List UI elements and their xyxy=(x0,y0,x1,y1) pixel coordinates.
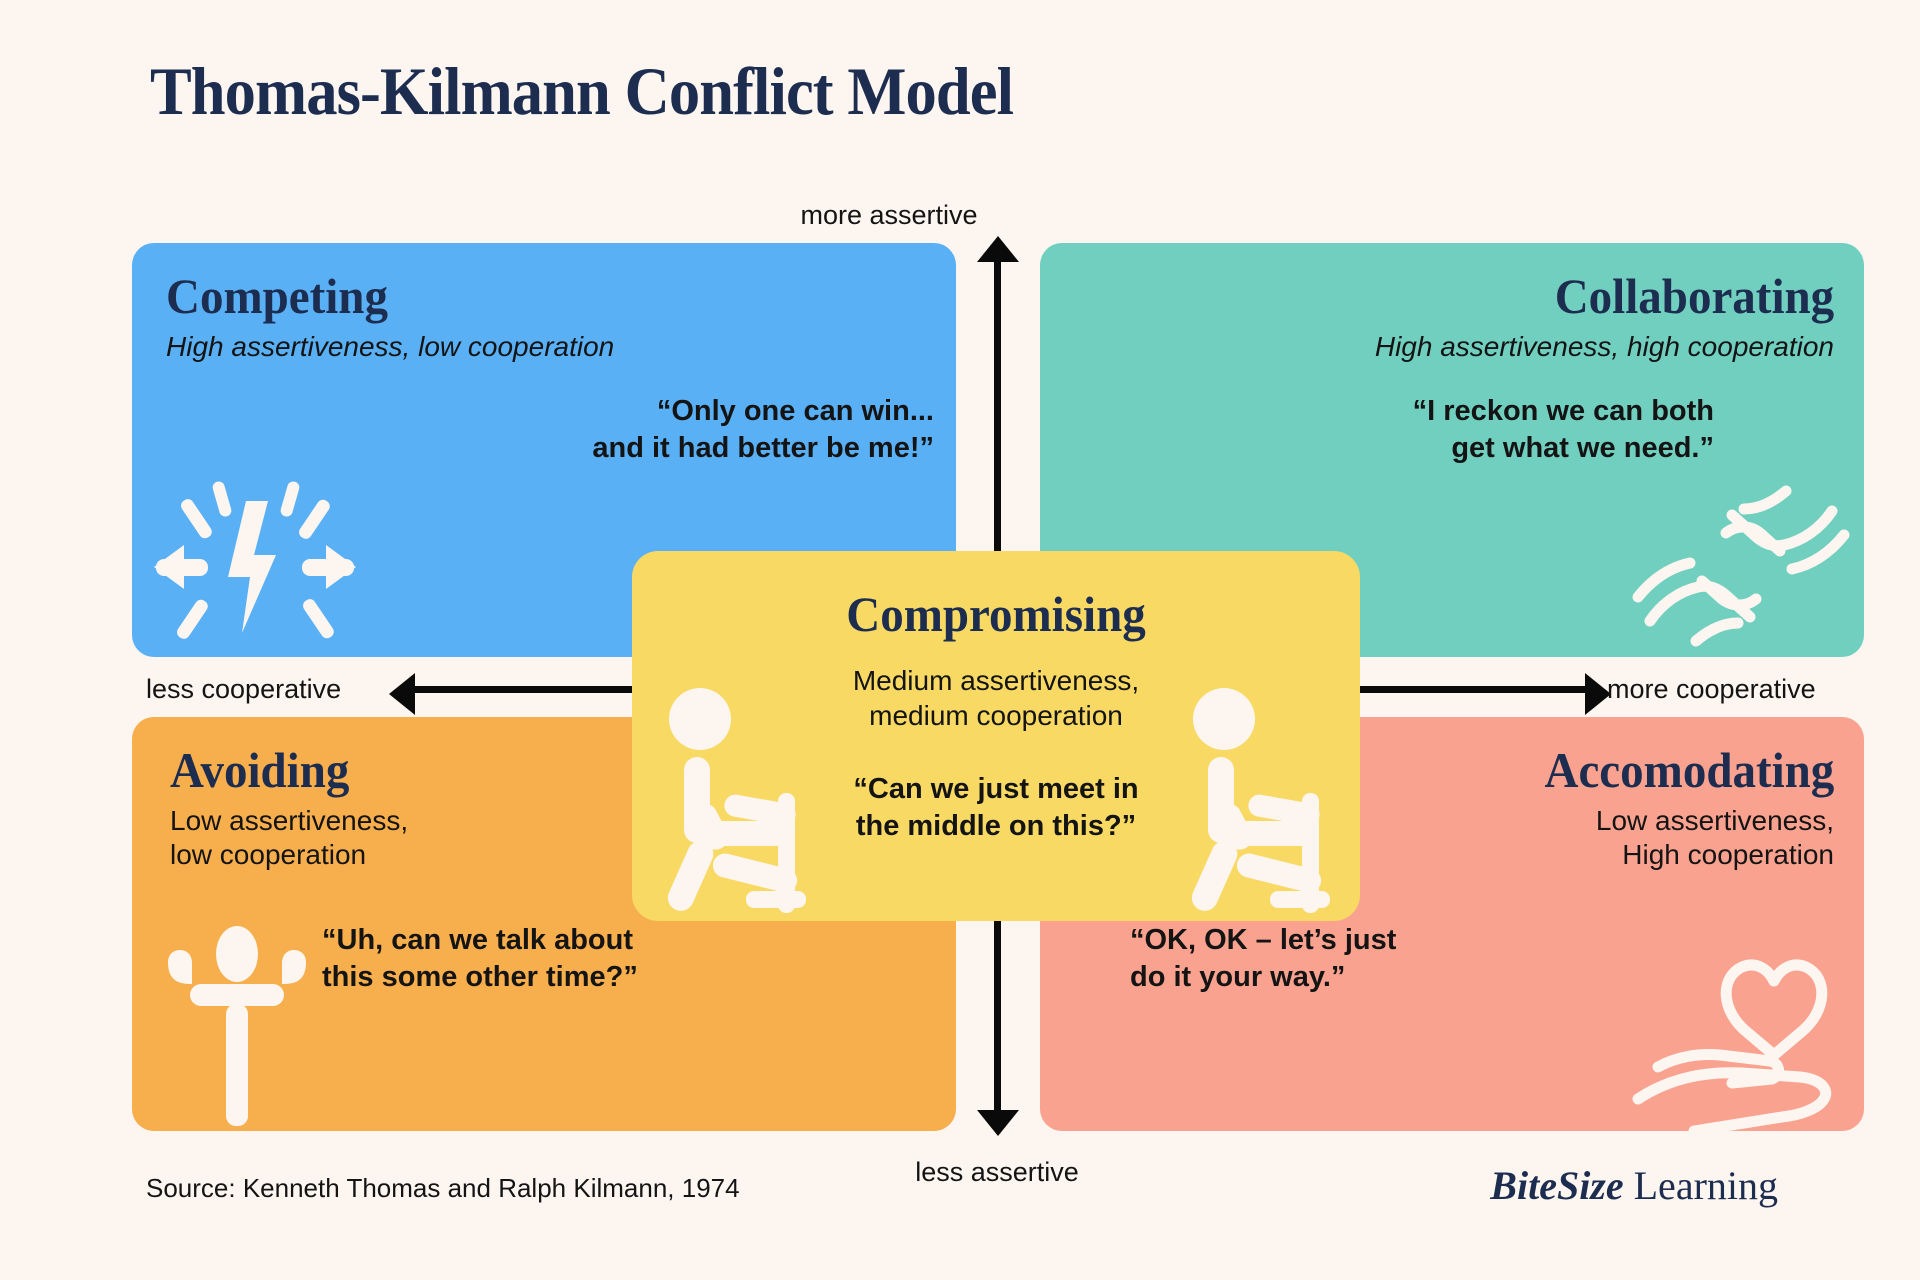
avoiding-subtitle: Low assertiveness, low cooperation xyxy=(170,805,409,871)
competing-quote: “Only one can win... and it had better b… xyxy=(592,395,934,464)
collaborating-heading: Collaborating xyxy=(1554,268,1834,324)
center-card-compromising: Compromising Medium assertiveness, mediu… xyxy=(632,551,1360,921)
heart-in-hands-icon xyxy=(1632,959,1832,1131)
source-note: Source: Kenneth Thomas and Ralph Kilmann… xyxy=(146,1173,740,1203)
axis-label-more-cooperative: more cooperative xyxy=(1607,674,1816,704)
accommodating-quote: “OK, OK – let’s just do it your way.” xyxy=(1130,924,1397,993)
quadrant-competing: Competing High assertiveness, low cooper… xyxy=(132,243,956,657)
avoiding-quote: “Uh, can we talk about this some other t… xyxy=(322,924,638,993)
competing-subtitle: High assertiveness, low cooperation xyxy=(166,331,615,362)
clash-icon xyxy=(154,481,356,639)
accommodating-text-block: Accomodating Low assertiveness, High coo… xyxy=(1526,745,1834,872)
axis-label-more-assertive: more assertive xyxy=(800,200,978,230)
collaborating-quote: “I reckon we can both get what we need.” xyxy=(1412,395,1714,464)
arrow-right-icon xyxy=(1585,673,1611,715)
compromising-heading: Compromising xyxy=(846,586,1146,642)
arrow-up-icon xyxy=(977,236,1019,262)
seated-person-icon xyxy=(1191,688,1330,913)
avoiding-text-block: Avoiding Low assertiveness, low cooperat… xyxy=(170,745,408,872)
arrow-down-icon xyxy=(977,1110,1019,1136)
competing-heading: Competing xyxy=(166,268,388,324)
collaborating-subtitle: High assertiveness, high cooperation xyxy=(1374,331,1834,362)
accommodating-subtitle: Low assertiveness, High cooperation xyxy=(1595,805,1834,871)
collaborating-text-block: Collaborating High assertiveness, high c… xyxy=(1375,271,1834,364)
arrow-left-icon xyxy=(389,673,415,715)
page-title: Thomas-Kilmann Conflict Model xyxy=(150,53,1014,129)
compromising-subtitle: Medium assertiveness, medium cooperation xyxy=(852,665,1140,731)
avoiding-heading: Avoiding xyxy=(170,742,350,798)
axis-label-less-cooperative: less cooperative xyxy=(146,674,342,704)
axis-label-less-assertive: less assertive xyxy=(915,1157,1079,1187)
brand-name-regular: Learning xyxy=(1623,1163,1778,1208)
brand-logo: BiteSize Learning xyxy=(1490,1162,1778,1209)
seated-person-icon xyxy=(667,688,806,913)
compromising-quote: “Can we just meet in the middle on this?… xyxy=(853,773,1139,842)
shrugging-person-icon xyxy=(168,926,306,1126)
handshake-icon xyxy=(1632,485,1850,647)
brand-name-bold: BiteSize xyxy=(1490,1163,1624,1208)
accommodating-heading: Accomodating xyxy=(1544,742,1834,798)
competing-text-block: Competing High assertiveness, low cooper… xyxy=(166,271,614,364)
